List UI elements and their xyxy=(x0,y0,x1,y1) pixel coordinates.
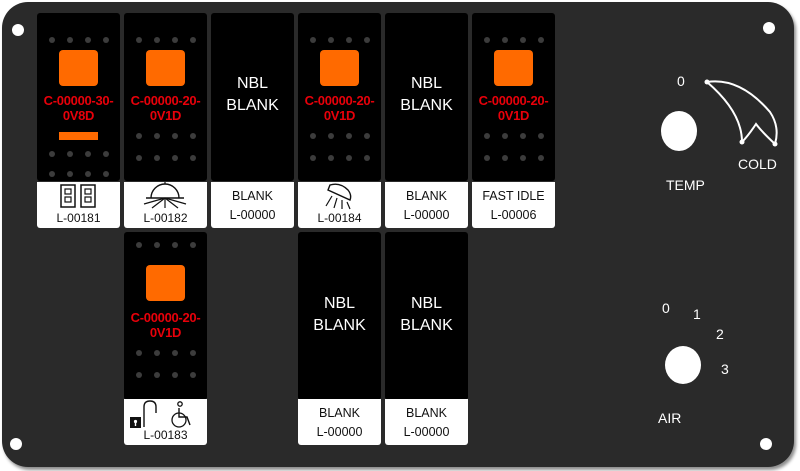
switch-label-7: L-00183 xyxy=(124,399,207,445)
air-level-3: 3 xyxy=(721,361,729,377)
mount-hole-top-right xyxy=(763,22,775,34)
label-line2: L-00006 xyxy=(490,208,537,222)
label-line1: BLANK xyxy=(406,189,447,203)
mount-hole-bottom-right xyxy=(760,438,772,450)
switch-code: C-00000-20-0V1D xyxy=(130,93,201,123)
temp-cold-scale-icon xyxy=(704,79,778,147)
label-code: L-00181 xyxy=(56,211,101,225)
temp-label: TEMP xyxy=(666,177,705,193)
switch-label-4: L-00184 xyxy=(298,182,381,228)
switch-code: C-00000-30-0V8D xyxy=(43,93,114,123)
temp-cold-label: COLD xyxy=(738,156,777,172)
label-line1: BLANK xyxy=(232,189,273,203)
air-label: AIR xyxy=(658,410,682,426)
switch-label-8: BLANK L-00000 xyxy=(298,399,381,445)
switch-label-2: L-00182 xyxy=(124,182,207,228)
temp-knob[interactable] xyxy=(661,111,697,151)
indicator-bar xyxy=(59,132,98,140)
label-line1: BLANK xyxy=(406,406,447,420)
temp-zero-label: 0 xyxy=(677,73,685,89)
label-line2: L-00000 xyxy=(316,425,363,439)
label-line1: FAST IDLE xyxy=(482,189,545,203)
switch-label-9: BLANK L-00000 xyxy=(385,399,468,445)
air-level-0: 0 xyxy=(662,300,670,316)
label-code: L-00184 xyxy=(317,211,362,225)
air-knob[interactable] xyxy=(665,346,701,384)
switch-code: C-00000-20-0V1D xyxy=(304,93,375,123)
rocker-switch-4[interactable]: C-00000-20-0V1D xyxy=(298,13,381,181)
dual-fuse-icon xyxy=(60,184,96,208)
lock-wheelchair-icon xyxy=(130,400,191,428)
switch-label-1: L-00181 xyxy=(37,182,120,228)
mount-hole-bottom-left xyxy=(10,438,22,450)
rocker-switch-7[interactable]: C-00000-20-0V1D xyxy=(124,232,207,400)
work-light-icon xyxy=(143,182,187,209)
rocker-switch-2[interactable]: C-00000-20-0V1D xyxy=(124,13,207,181)
label-line2: L-00000 xyxy=(403,208,450,222)
indicator-lamp xyxy=(146,50,185,86)
label-line2: L-00000 xyxy=(403,425,450,439)
rocker-switch-6[interactable]: C-00000-20-0V1D xyxy=(472,13,555,181)
switch-label-3: BLANK L-00000 xyxy=(211,182,294,228)
label-line2: L-00000 xyxy=(229,208,276,222)
label-line1: BLANK xyxy=(319,406,360,420)
switch-code: C-00000-20-0V1D xyxy=(130,310,201,340)
switch-code: C-00000-20-0V1D xyxy=(478,93,549,123)
label-code: L-00183 xyxy=(143,428,188,442)
air-level-2: 2 xyxy=(716,326,724,342)
indicator-lamp xyxy=(146,265,185,301)
indicator-lamp xyxy=(59,50,98,86)
air-level-1: 1 xyxy=(693,306,701,322)
label-code: L-00182 xyxy=(143,211,188,225)
mount-hole-top-left xyxy=(12,24,24,36)
dome-light-icon xyxy=(325,183,352,210)
switch-label-6: FAST IDLE L-00006 xyxy=(472,182,555,228)
switch-label-5: BLANK L-00000 xyxy=(385,182,468,228)
indicator-lamp xyxy=(320,50,359,86)
indicator-lamp xyxy=(494,50,533,86)
rocker-switch-1[interactable]: C-00000-30-0V8D xyxy=(37,13,120,181)
